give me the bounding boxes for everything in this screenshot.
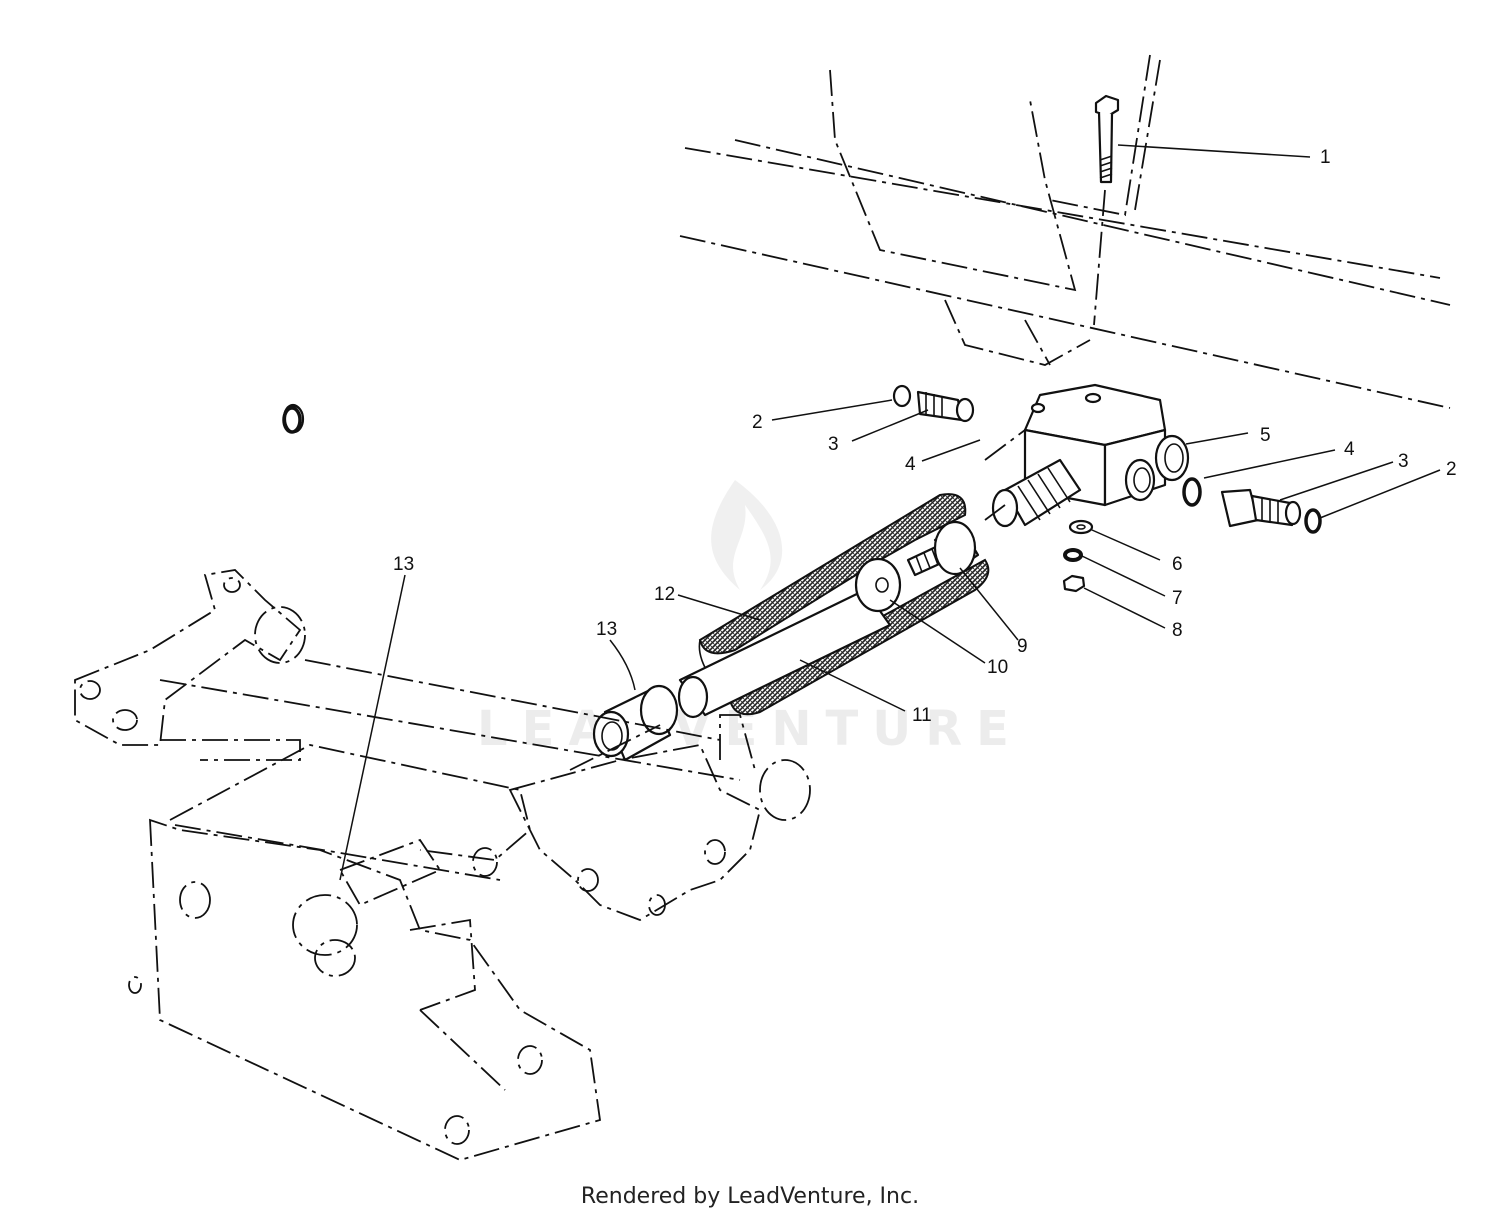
callout-2-right: 2	[1446, 459, 1457, 480]
callout-11: 11	[912, 705, 932, 726]
callout-2-left: 2	[752, 412, 763, 433]
callout-13-bracket: 13	[393, 554, 414, 575]
lock-washer-part-7	[1063, 548, 1083, 562]
callout-12: 12	[654, 584, 675, 605]
o-ring-part-2-left	[892, 384, 912, 408]
callout-4-right: 4	[1344, 439, 1355, 460]
callout-7: 7	[1172, 588, 1183, 609]
leader-lines	[339, 144, 1441, 881]
o-ring-part-2-right	[1304, 508, 1322, 534]
callout-8: 8	[1172, 620, 1183, 641]
hardware-6-7-8	[1062, 519, 1094, 593]
fitting-set-right	[1182, 477, 1322, 534]
callout-3-left: 3	[828, 434, 839, 455]
fitting-set-left	[282, 384, 975, 434]
adjuster-part-9	[906, 520, 980, 577]
bolt-part-1	[1093, 94, 1120, 326]
callout-1: 1	[1320, 147, 1331, 168]
upper-frame	[679, 54, 1451, 409]
o-ring-part-4-left-visible	[282, 406, 302, 434]
lower-bracket	[74, 569, 811, 1161]
callout-6: 6	[1172, 554, 1183, 575]
callout-3-right: 3	[1398, 451, 1409, 472]
callout-9: 9	[1017, 636, 1028, 657]
callout-5: 5	[1260, 425, 1271, 446]
callout-10: 10	[987, 657, 1008, 678]
valve-block-part-5	[991, 383, 1190, 528]
shaft-part-10	[677, 557, 902, 719]
o-ring-part-4-right	[1182, 477, 1202, 507]
callout-4-left: 4	[905, 454, 916, 475]
callout-labels: 1 2 3 4 5 4 3 2 6 7 8 9 10 11 12 13 13	[393, 147, 1457, 726]
fitting-part-3-left	[916, 390, 964, 422]
callout-13-bushing: 13	[596, 619, 617, 640]
nut-part-8	[1062, 574, 1086, 593]
footer-credit: Rendered by LeadVenture, Inc.	[580, 1184, 920, 1209]
